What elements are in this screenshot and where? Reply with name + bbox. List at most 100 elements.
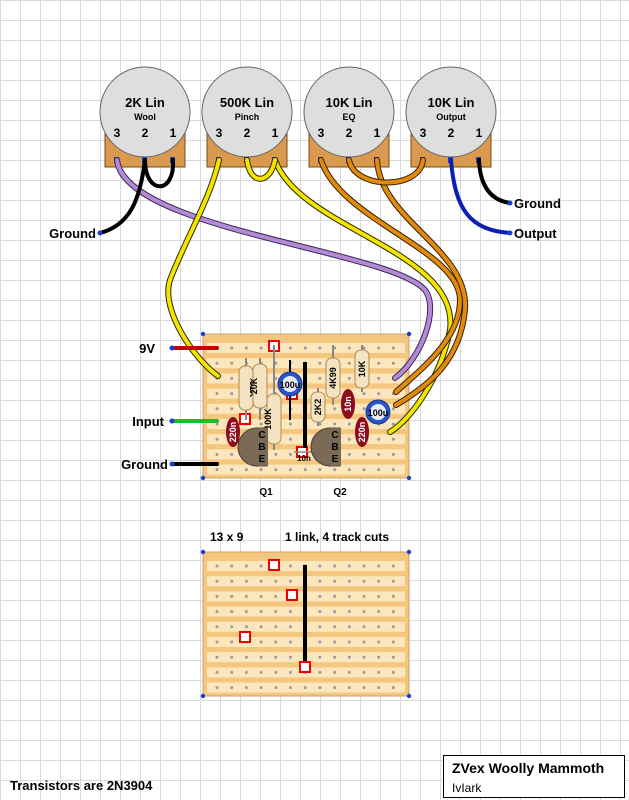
- strip-hole: [391, 361, 395, 365]
- strip-hole: [230, 392, 234, 396]
- resistor-100k: 100K: [263, 345, 282, 450]
- strip-hole: [347, 452, 351, 456]
- resistor-label: 4K99: [328, 367, 338, 389]
- strip-hole: [274, 594, 278, 598]
- strip-hole: [259, 640, 263, 644]
- resistor-2k2: 2K2: [310, 388, 326, 426]
- strip-hole: [244, 610, 248, 614]
- transistor-q1: C B E: [237, 427, 268, 467]
- cap-label: 220n: [357, 422, 367, 443]
- track-cuts: [239, 559, 311, 673]
- strip-hole: [230, 655, 234, 659]
- strip-hole: [244, 655, 248, 659]
- strip-hole: [362, 407, 366, 411]
- pot-pinch[interactable]: 500K Lin Pinch 3 2 1: [201, 66, 293, 168]
- strip-hole: [377, 346, 381, 350]
- board-ground-label: Ground: [121, 457, 168, 472]
- strip-hole: [377, 579, 381, 583]
- strip-hole: [377, 594, 381, 598]
- strip-hole: [274, 610, 278, 614]
- strip-hole: [230, 625, 234, 629]
- cap-label: 100u: [368, 408, 389, 418]
- strip-hole: [377, 437, 381, 441]
- strip-hole: [289, 670, 292, 674]
- strip-hole: [377, 640, 381, 644]
- strip-hole: [259, 564, 263, 568]
- strip-hole: [215, 564, 219, 568]
- cap-label: 10n: [297, 454, 311, 463]
- off-board-wires: [98, 157, 512, 466]
- strip-hole: [259, 655, 263, 659]
- pot-eq[interactable]: 10K Lin EQ 3 2 1: [303, 66, 395, 168]
- pot-wool[interactable]: 2K Lin Wool 3 2 1: [99, 66, 191, 168]
- strip-hole: [289, 346, 292, 350]
- strip-hole: [230, 452, 234, 456]
- strip-hole: [347, 564, 351, 568]
- pot-pin-label: 2: [346, 126, 353, 140]
- strip-hole: [318, 640, 322, 644]
- strip-hole: [215, 610, 219, 614]
- strip-hole: [318, 655, 322, 659]
- strip-hole: [333, 640, 337, 644]
- strip-hole: [230, 610, 234, 614]
- wire-orange: [319, 158, 463, 394]
- strip-hole: [333, 564, 337, 568]
- strip-hole: [333, 468, 337, 472]
- strip-hole: [244, 594, 248, 598]
- strip-hole: [391, 686, 395, 690]
- corner-marker: [406, 331, 412, 337]
- resistor-label: 100K: [263, 408, 273, 430]
- strip-hole: [362, 452, 366, 456]
- strip-hole: [318, 610, 322, 614]
- strip-hole: [362, 686, 366, 690]
- strip-hole: [230, 670, 234, 674]
- corner-marker: [406, 549, 412, 555]
- strip-hole: [362, 594, 366, 598]
- strip-hole: [215, 579, 219, 583]
- strip-hole: [289, 422, 292, 426]
- strip-hole: [362, 468, 366, 472]
- strip-hole: [362, 640, 366, 644]
- strip-hole: [347, 346, 351, 350]
- strip-hole: [318, 579, 322, 583]
- track-cut-marker: [286, 589, 298, 601]
- strip-hole: [215, 594, 219, 598]
- strip-hole: [259, 686, 263, 690]
- transistor-q2: C B E: [310, 427, 341, 467]
- strip-hole: [289, 579, 292, 583]
- wire-yellow: [245, 158, 277, 181]
- strip-hole: [377, 468, 381, 472]
- track-cut-marker: [268, 559, 280, 571]
- strip-hole: [215, 686, 219, 690]
- strip-hole: [215, 670, 219, 674]
- strip-hole: [274, 625, 278, 629]
- strip-hole: [362, 564, 366, 568]
- strip-hole: [362, 346, 366, 350]
- strip-hole: [333, 686, 337, 690]
- strip-hole: [377, 625, 381, 629]
- strip-hole: [230, 564, 234, 568]
- pot-pin-label: 2: [142, 126, 149, 140]
- strip-hole: [347, 594, 351, 598]
- strip-hole: [303, 686, 307, 690]
- strip-hole: [347, 361, 351, 365]
- strip-hole: [215, 437, 219, 441]
- strip-hole: [347, 468, 351, 472]
- strip-hole: [274, 579, 278, 583]
- pot-output[interactable]: 10K Lin Output 3 2 1: [405, 66, 497, 168]
- strip-hole: [377, 670, 381, 674]
- corner-marker: [406, 693, 412, 699]
- strip-hole: [318, 422, 322, 426]
- corner-marker: [200, 331, 206, 337]
- strip-hole: [274, 468, 278, 472]
- strip-hole: [362, 610, 366, 614]
- pot-pin-label: 3: [216, 126, 223, 140]
- strip-hole: [391, 407, 395, 411]
- strip-hole: [215, 625, 219, 629]
- strip-hole: [289, 452, 292, 456]
- resistor-10k: 10K: [354, 345, 370, 392]
- strip-hole: [347, 686, 351, 690]
- strip-hole: [274, 686, 278, 690]
- strip-hole: [333, 625, 337, 629]
